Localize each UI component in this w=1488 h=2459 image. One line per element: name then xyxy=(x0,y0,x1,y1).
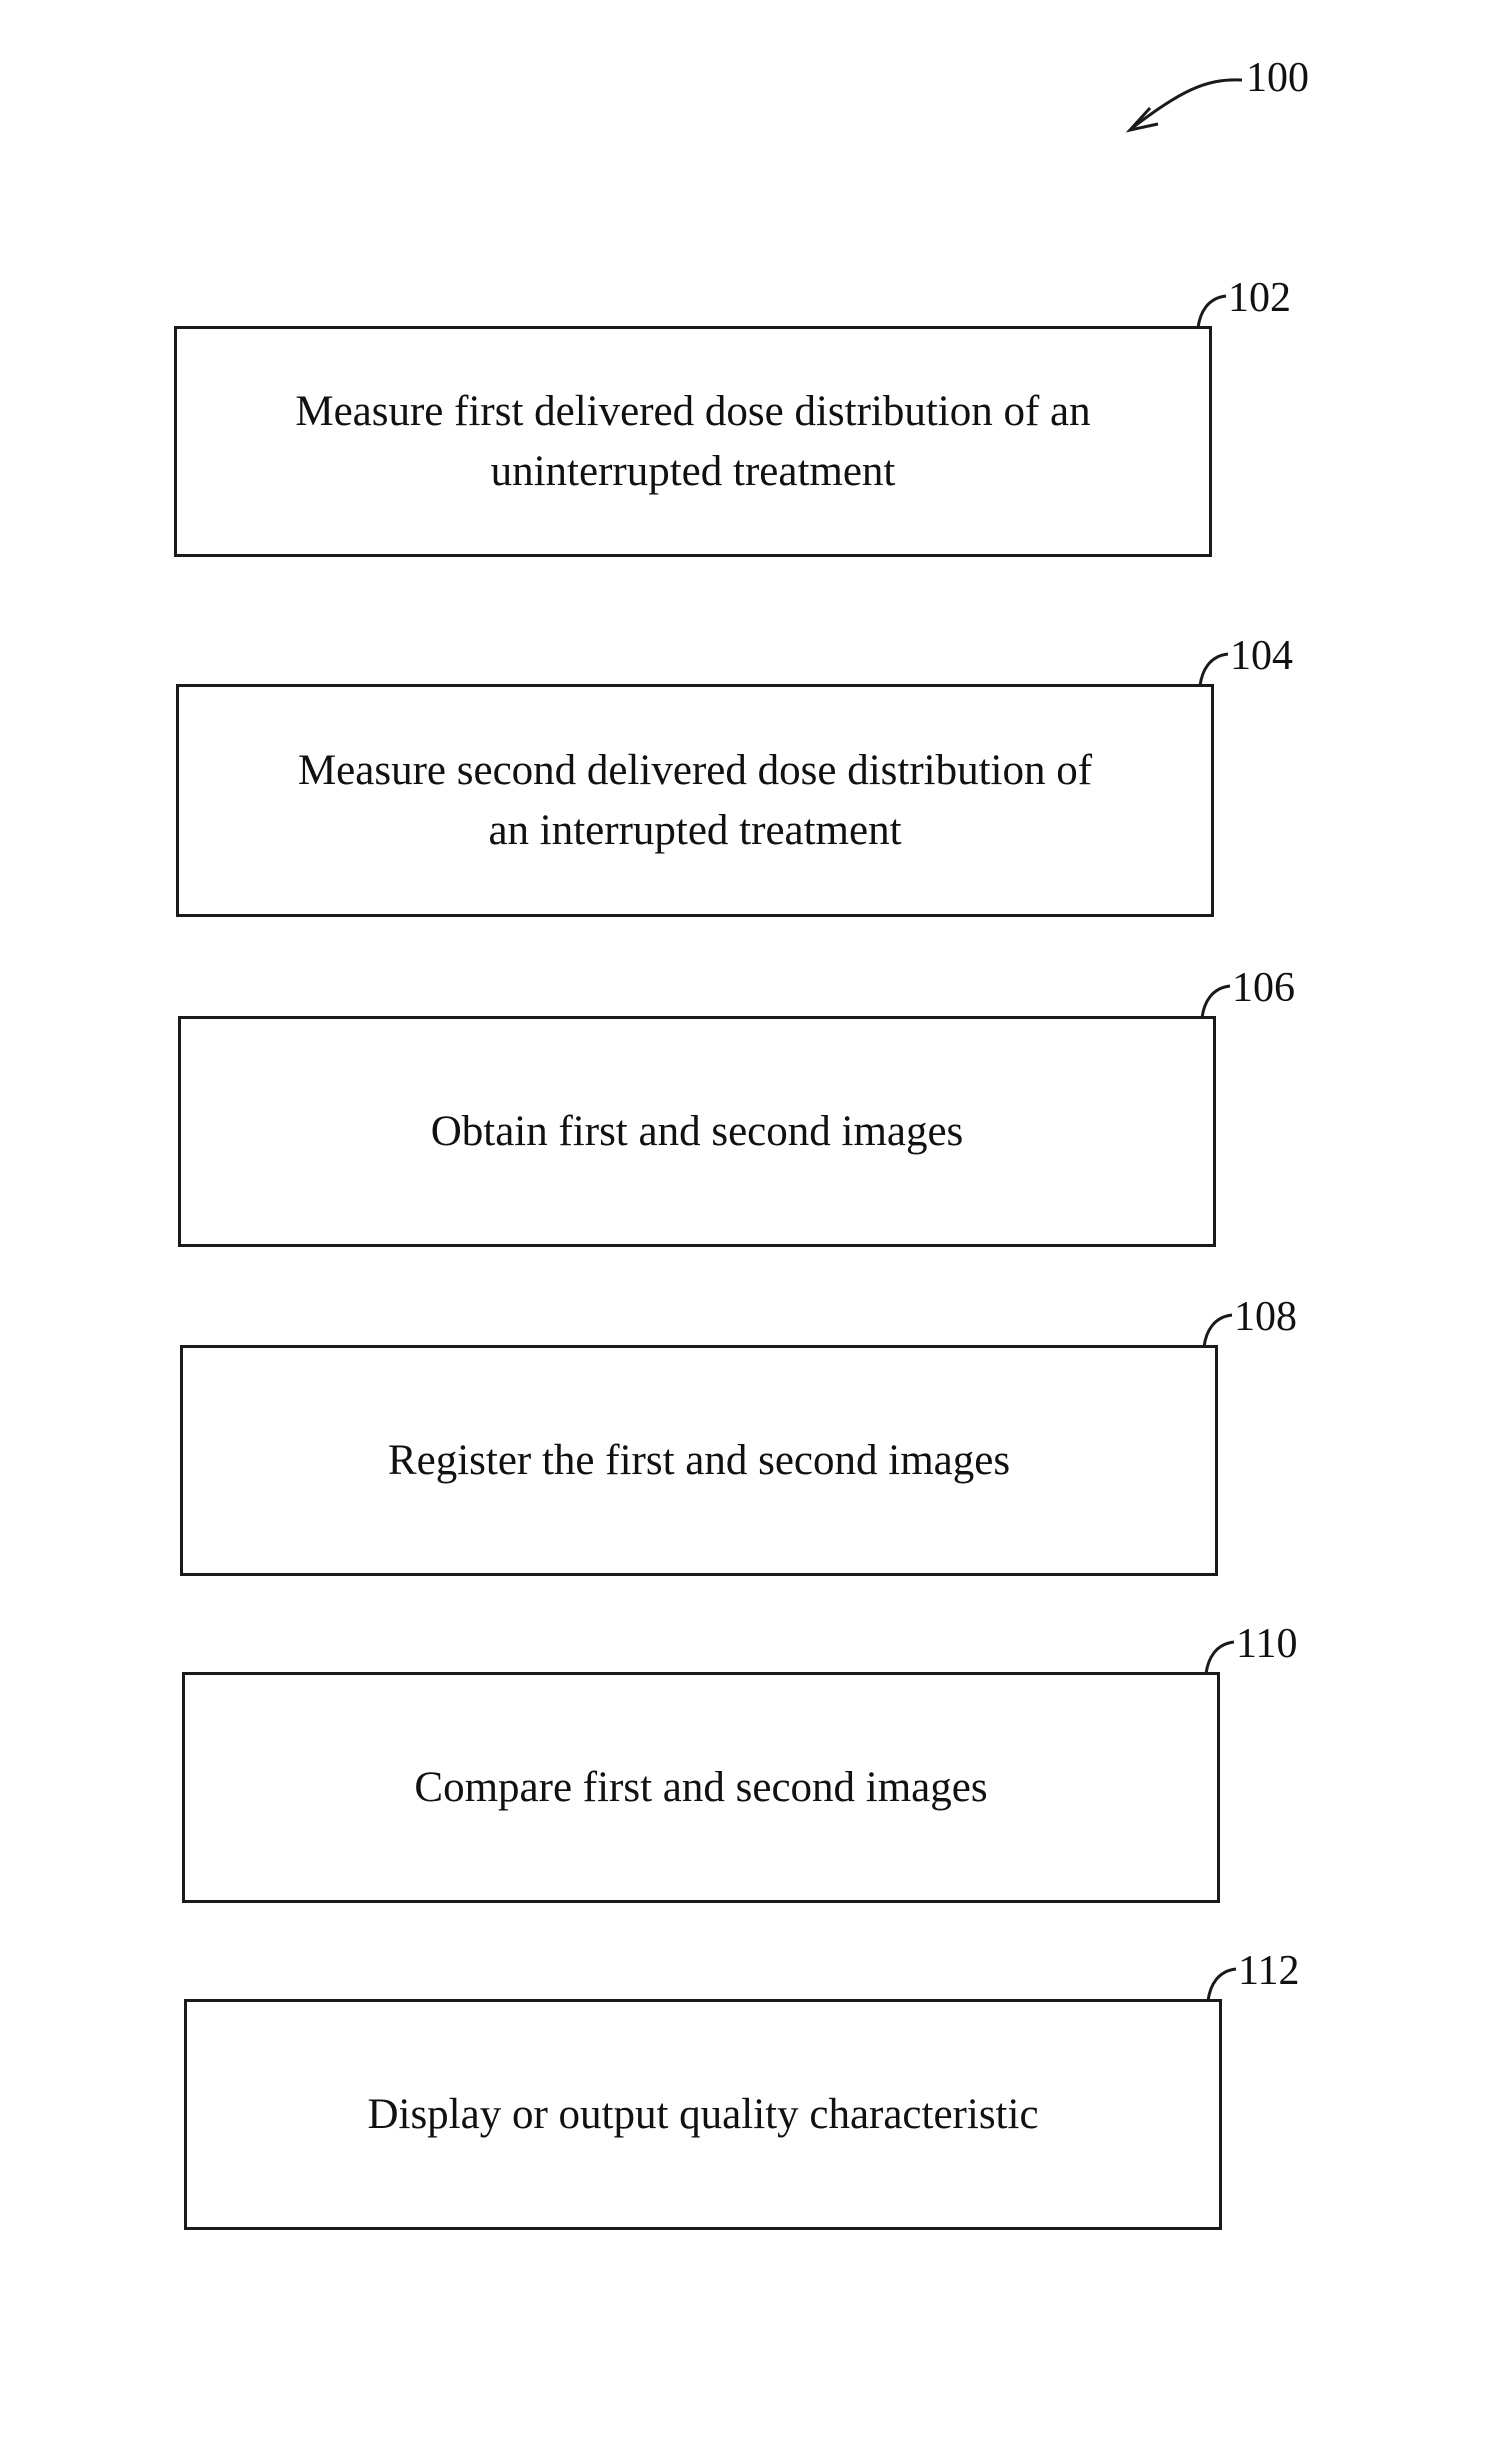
step-box-measure-uninterrupted: Measure first delivered dose distributio… xyxy=(174,326,1212,557)
step-box-register-images: Register the first and second images xyxy=(180,1345,1218,1576)
leader-line-106 xyxy=(1202,986,1230,1018)
leader-line-112 xyxy=(1208,1969,1236,2001)
step-text: Register the first and second images xyxy=(388,1431,1010,1491)
leader-line-104 xyxy=(1200,654,1228,686)
step-text: Measure first delivered dose distributio… xyxy=(295,382,1090,502)
step-box-measure-interrupted: Measure second delivered dose distributi… xyxy=(176,684,1214,917)
step-box-obtain-images: Obtain first and second images xyxy=(178,1016,1216,1247)
leader-line-110 xyxy=(1206,1642,1234,1674)
leader-line-108 xyxy=(1204,1315,1232,1347)
figure-arrow-line xyxy=(1132,80,1242,128)
figure-reference-label: 100 xyxy=(1246,54,1309,102)
leader-line-102 xyxy=(1198,296,1226,328)
step-text: Compare first and second images xyxy=(414,1758,987,1818)
step-reference-label: 108 xyxy=(1234,1293,1297,1341)
step-reference-label: 106 xyxy=(1232,964,1295,1012)
step-text: Measure second delivered dose distributi… xyxy=(298,741,1092,861)
step-reference-label: 110 xyxy=(1236,1620,1297,1668)
step-text: Display or output quality characteristic xyxy=(367,2085,1038,2145)
step-reference-label: 112 xyxy=(1238,1947,1299,1995)
step-box-compare-images: Compare first and second images xyxy=(182,1672,1220,1903)
step-box-display-output: Display or output quality characteristic xyxy=(184,1999,1222,2230)
step-reference-label: 102 xyxy=(1228,274,1291,322)
step-reference-label: 104 xyxy=(1230,632,1293,680)
step-text: Obtain first and second images xyxy=(431,1102,964,1162)
